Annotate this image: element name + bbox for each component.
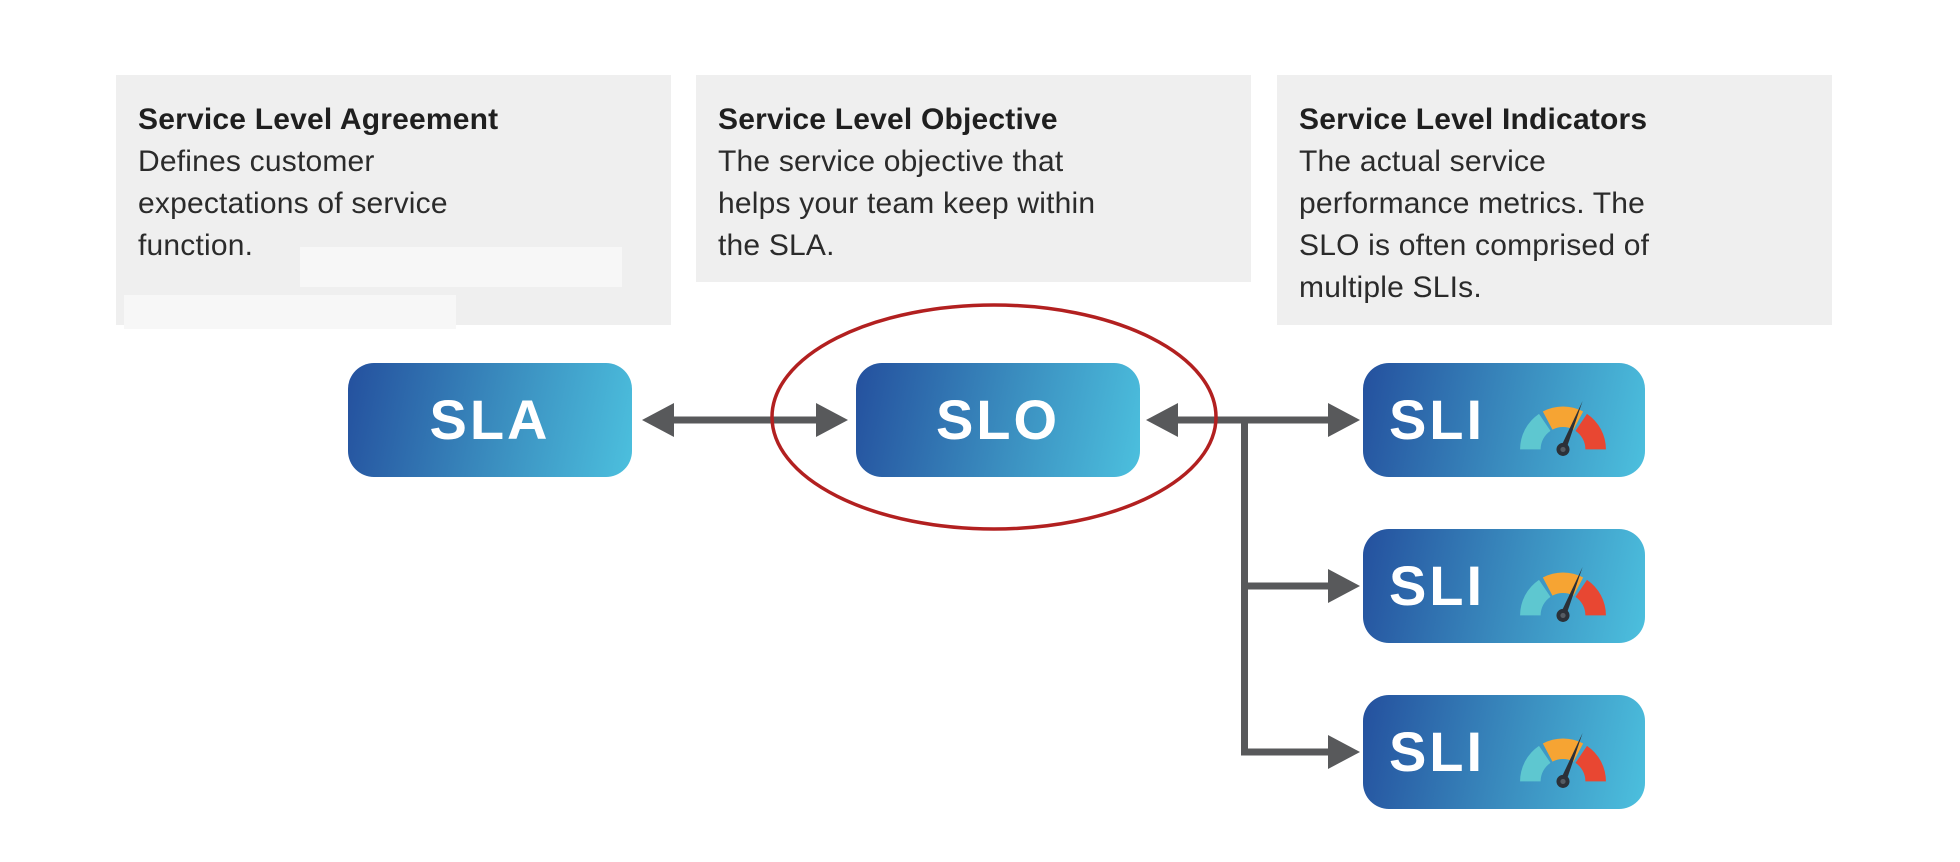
card-title: Service Level Indicators — [1299, 103, 1648, 136]
info-card-sli: Service Level Indicators The actual serv… — [1277, 75, 1832, 325]
card-body-line: multiple SLIs. — [1299, 271, 1482, 304]
card-body-line: the SLA. — [718, 229, 835, 262]
card-body-line: expectations of service — [138, 187, 448, 220]
redacted-text-block — [124, 295, 456, 329]
card-body-line: The service objective that — [718, 145, 1064, 178]
node-label: SLO — [935, 388, 1061, 451]
arrowhead-right-icon — [816, 403, 848, 437]
node-label: SLI — [1388, 554, 1486, 617]
gauge-icon — [1520, 400, 1606, 456]
node-slo: SLO — [856, 363, 1140, 477]
card-body-line: helps your team keep within — [718, 187, 1096, 220]
arrowhead-right-icon — [1328, 569, 1360, 603]
node-label: SLI — [1388, 388, 1486, 451]
arrowhead-right-icon — [1328, 403, 1360, 437]
arrowhead-left-icon — [642, 403, 674, 437]
gauge-icon — [1520, 732, 1606, 788]
node-sla: SLA — [348, 363, 632, 477]
arrowhead-left-icon — [1146, 403, 1178, 437]
card-body-line: SLO is often comprised of — [1299, 229, 1650, 262]
card-body-line: Defines customer — [138, 145, 375, 178]
card-title: Service Level Objective — [718, 103, 1058, 136]
gauge-icon — [1520, 566, 1606, 622]
arrowhead-right-icon — [1328, 735, 1360, 769]
info-card-slo: Service Level Objective The service obje… — [696, 75, 1251, 282]
node-label: SLI — [1388, 720, 1486, 783]
info-card-sla: Service Level Agreement Defines customer… — [116, 75, 671, 329]
card-body-line: function. — [138, 229, 254, 262]
node-sli-2: SLI — [1363, 529, 1645, 643]
card-body-line: performance metrics. The — [1299, 187, 1646, 220]
redacted-text-block — [300, 247, 622, 287]
card-body-line: The actual service — [1299, 145, 1547, 178]
node-sli-3: SLI — [1363, 695, 1645, 809]
node-sli-1: SLI — [1363, 363, 1645, 477]
node-label: SLA — [429, 388, 551, 451]
card-title: Service Level Agreement — [138, 103, 499, 136]
